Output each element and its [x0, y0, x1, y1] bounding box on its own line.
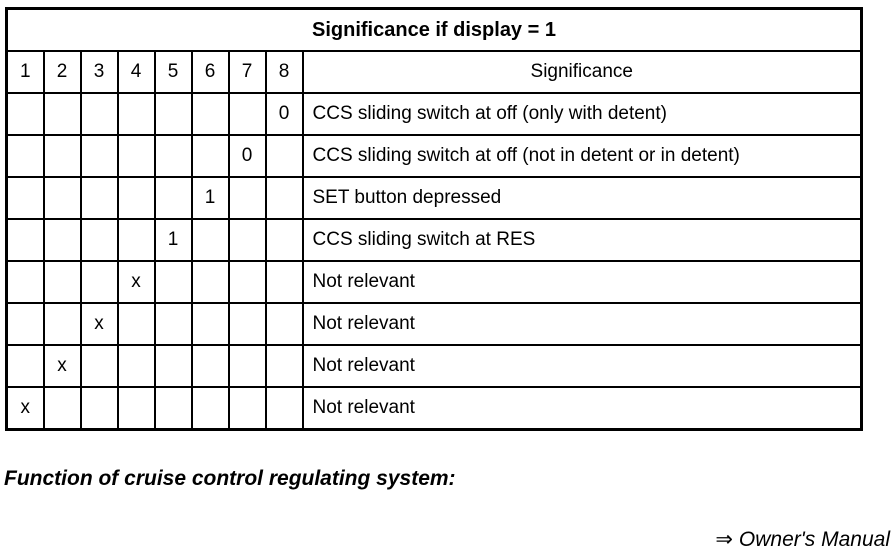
bit-cell [42, 134, 82, 178]
bit-cell [190, 344, 230, 388]
bit-cell [116, 302, 156, 346]
bit-cell [5, 134, 45, 178]
bit-cell [116, 176, 156, 220]
bit-cell [264, 260, 304, 304]
bit-column-header: 5 [153, 50, 193, 94]
bit-cell [116, 134, 156, 178]
bit-cell [116, 386, 156, 431]
bit-column-header: 7 [227, 50, 267, 94]
bit-cell [42, 260, 82, 304]
bit-cell [190, 218, 230, 262]
significance-cell: CCS sliding switch at off (not in detent… [301, 134, 863, 178]
significance-cell: SET button depressed [301, 176, 863, 220]
significance-cell: Not relevant [301, 302, 863, 346]
bit-cell [79, 176, 119, 220]
significance-cell: Not relevant [301, 260, 863, 304]
bit-cell: x [79, 302, 119, 346]
manual-reference-label: Owner's Manual [738, 528, 890, 551]
bit-cell [153, 260, 193, 304]
bit-cell [42, 218, 82, 262]
bit-cell [227, 218, 267, 262]
table-row: 0 CCS sliding switch at off (not in deten… [5, 134, 863, 178]
bit-cell [116, 92, 156, 136]
bit-cell [264, 218, 304, 262]
table-row: x Not relevant [5, 344, 863, 388]
bit-cell [264, 302, 304, 346]
table-row: x Not relevant [5, 302, 863, 346]
bit-cell [190, 134, 230, 178]
table-title: Significance if display = 1 [5, 7, 863, 52]
significance-column-header: Significance [301, 50, 863, 94]
bit-cell [5, 218, 45, 262]
section-heading: Function of cruise control regulating sy… [4, 467, 456, 490]
bit-cell: x [116, 260, 156, 304]
bit-cell [153, 302, 193, 346]
bit-cell [5, 302, 45, 346]
bit-column-header: 4 [116, 50, 156, 94]
significance-cell: Not relevant [301, 386, 863, 431]
bit-cell [264, 344, 304, 388]
significance-cell: CCS sliding switch at RES [301, 218, 863, 262]
bit-cell [42, 176, 82, 220]
table-title-row: Significance if display = 1 [5, 7, 863, 52]
bit-cell [79, 386, 119, 431]
bit-column-header: 1 [5, 50, 45, 94]
bit-cell [153, 176, 193, 220]
bit-cell [79, 134, 119, 178]
bit-column-header: 6 [190, 50, 230, 94]
bit-column-header: 3 [79, 50, 119, 94]
bit-cell [5, 176, 45, 220]
table-row: 1 SET button depressed [5, 176, 863, 220]
bit-cell [153, 134, 193, 178]
bit-cell [79, 218, 119, 262]
bit-cell [79, 260, 119, 304]
bit-cell [153, 92, 193, 136]
bit-cell [116, 218, 156, 262]
bit-cell [227, 386, 267, 431]
table-row: 1 CCS sliding switch at RES [5, 218, 863, 262]
significance-cell: CCS sliding switch at off (only with det… [301, 92, 863, 136]
bit-cell [42, 386, 82, 431]
bit-cell [227, 176, 267, 220]
bit-cell [227, 260, 267, 304]
bit-cell: 1 [190, 176, 230, 220]
bit-cell: x [5, 386, 45, 431]
bit-cell [190, 302, 230, 346]
bit-cell: x [42, 344, 82, 388]
significance-cell: Not relevant [301, 344, 863, 388]
bit-cell [79, 92, 119, 136]
bit-cell [264, 386, 304, 431]
table-row: x Not relevant [5, 260, 863, 304]
bit-cell [42, 302, 82, 346]
bit-column-header: 2 [42, 50, 82, 94]
bit-cell: 1 [153, 218, 193, 262]
bit-cell [227, 92, 267, 136]
bit-column-header: 8 [264, 50, 304, 94]
bit-cell [5, 260, 45, 304]
bit-cell: 0 [227, 134, 267, 178]
table-row: x Not relevant [5, 386, 863, 431]
bit-cell [190, 92, 230, 136]
bit-cell [5, 92, 45, 136]
double-arrow-icon: ⇒ [715, 528, 733, 551]
bit-cell [227, 302, 267, 346]
manual-reference: ⇒Owner's Manual [715, 527, 890, 552]
bit-cell: 0 [264, 92, 304, 136]
bit-cell [116, 344, 156, 388]
bit-cell [153, 344, 193, 388]
bit-cell [190, 260, 230, 304]
bit-cell [190, 386, 230, 431]
bit-cell [264, 134, 304, 178]
bit-cell [42, 92, 82, 136]
bit-cell [227, 344, 267, 388]
bit-cell [79, 344, 119, 388]
bit-cell [153, 386, 193, 431]
bit-cell [5, 344, 45, 388]
bit-cell [264, 176, 304, 220]
